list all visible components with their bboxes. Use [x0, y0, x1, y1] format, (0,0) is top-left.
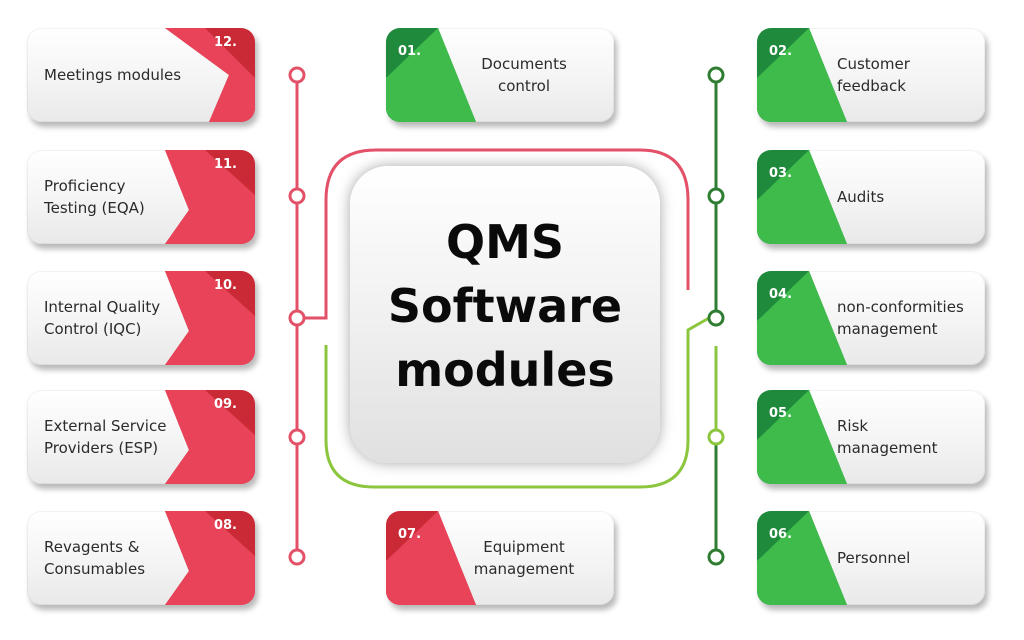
- module-card-01: 01. Documents control: [386, 28, 614, 122]
- module-card-05: 05. Risk management: [757, 390, 985, 484]
- right-node-markers: [707, 66, 725, 566]
- module-number: 07.: [398, 527, 422, 542]
- module-number: 03.: [769, 166, 793, 181]
- module-label: Documents control: [481, 55, 567, 95]
- module-label: Audits: [837, 188, 885, 206]
- module-number: 02.: [769, 44, 793, 59]
- green-tab-shape: [757, 28, 847, 122]
- module-card-02: 02. Customer feedback: [757, 28, 985, 122]
- red-tab-shape: [165, 271, 255, 365]
- red-tab-shape: [165, 390, 255, 484]
- module-card-07: 07. Equipment management: [386, 511, 614, 605]
- module-number: 11.: [213, 157, 237, 172]
- module-number: 08.: [213, 518, 237, 533]
- green-tab-shape: [757, 271, 847, 365]
- module-card-03: 03. Audits: [757, 150, 985, 244]
- module-number: 06.: [769, 527, 793, 542]
- module-number: 04.: [769, 287, 793, 302]
- center-title: QMS Software modules: [387, 215, 623, 397]
- green-tab-shape: [757, 150, 847, 244]
- module-label: Personnel: [837, 549, 911, 567]
- module-number: 10.: [213, 278, 237, 293]
- module-number: 01.: [398, 44, 422, 59]
- module-label: Revagents & Consumables: [44, 538, 146, 578]
- module-card-10: 10. Internal Quality Control (IQC): [27, 271, 255, 365]
- module-card-06: 06. Personnel: [757, 511, 985, 605]
- module-card-09: 09. External Service Providers (ESP): [27, 390, 255, 484]
- green-tab-shape: [757, 511, 847, 605]
- left-node-markers: [288, 66, 306, 566]
- center-title-box: QMS Software modules: [350, 166, 660, 463]
- module-number: 12.: [213, 35, 237, 50]
- module-number: 09.: [213, 397, 237, 412]
- module-card-04: 04. non-conformities management: [757, 271, 985, 365]
- module-card-12: 12. Meetings modules: [27, 28, 255, 122]
- module-label: Meetings modules: [44, 66, 182, 84]
- module-label: Internal Quality Control (IQC): [44, 298, 161, 338]
- module-label: Risk management: [837, 417, 938, 457]
- module-label: Equipment management: [473, 538, 575, 578]
- red-tab-shape: [386, 511, 476, 605]
- module-label: non-conformities management: [837, 298, 964, 338]
- module-number: 05.: [769, 406, 793, 421]
- module-card-08: 08. Revagents & Consumables: [27, 511, 255, 605]
- module-label: Customer feedback: [837, 55, 910, 95]
- green-tab-shape: [757, 390, 847, 484]
- module-label: External Service Providers (ESP): [44, 417, 167, 457]
- red-tab-shape: [165, 28, 255, 122]
- green-tab-shape: [386, 28, 476, 122]
- module-label: Proficiency Testing (EQA): [44, 177, 145, 217]
- red-tab-shape: [165, 150, 255, 244]
- red-tab-shape: [165, 511, 255, 605]
- module-card-11: 11. Proficiency Testing (EQA): [27, 150, 255, 244]
